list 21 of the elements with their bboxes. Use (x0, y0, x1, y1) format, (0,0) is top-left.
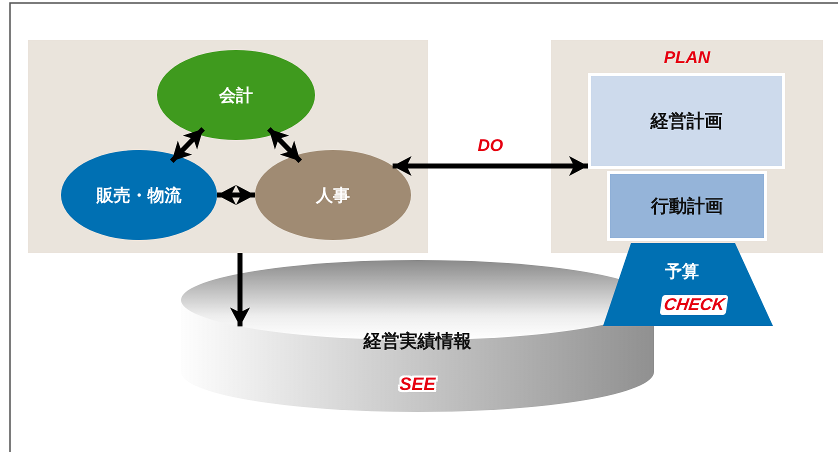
panel-background (28, 40, 428, 253)
node-label: 会計 (218, 85, 254, 107)
double-arrow (267, 127, 302, 163)
plan-box (607, 171, 767, 241)
phase-label: PLAN (662, 48, 712, 68)
node-label: 行動計画 (650, 195, 724, 218)
double-arrow (217, 185, 255, 205)
arrow (230, 253, 250, 326)
node-label: 予算 (664, 261, 700, 283)
phase-label: CHECK (660, 295, 729, 315)
node-label: 人事 (314, 185, 351, 207)
trapezoid-node (603, 243, 773, 326)
double-arrow (392, 156, 588, 176)
disk-node (180, 260, 655, 412)
node-label: 経営計画 (649, 110, 724, 133)
plan-box (588, 73, 785, 169)
double-arrow (170, 127, 205, 163)
node-label: 経営実績情報 (362, 330, 472, 353)
phase-label: SEE (398, 374, 437, 395)
panel-background (551, 40, 823, 253)
node-label: 販売・物流 (95, 185, 182, 207)
